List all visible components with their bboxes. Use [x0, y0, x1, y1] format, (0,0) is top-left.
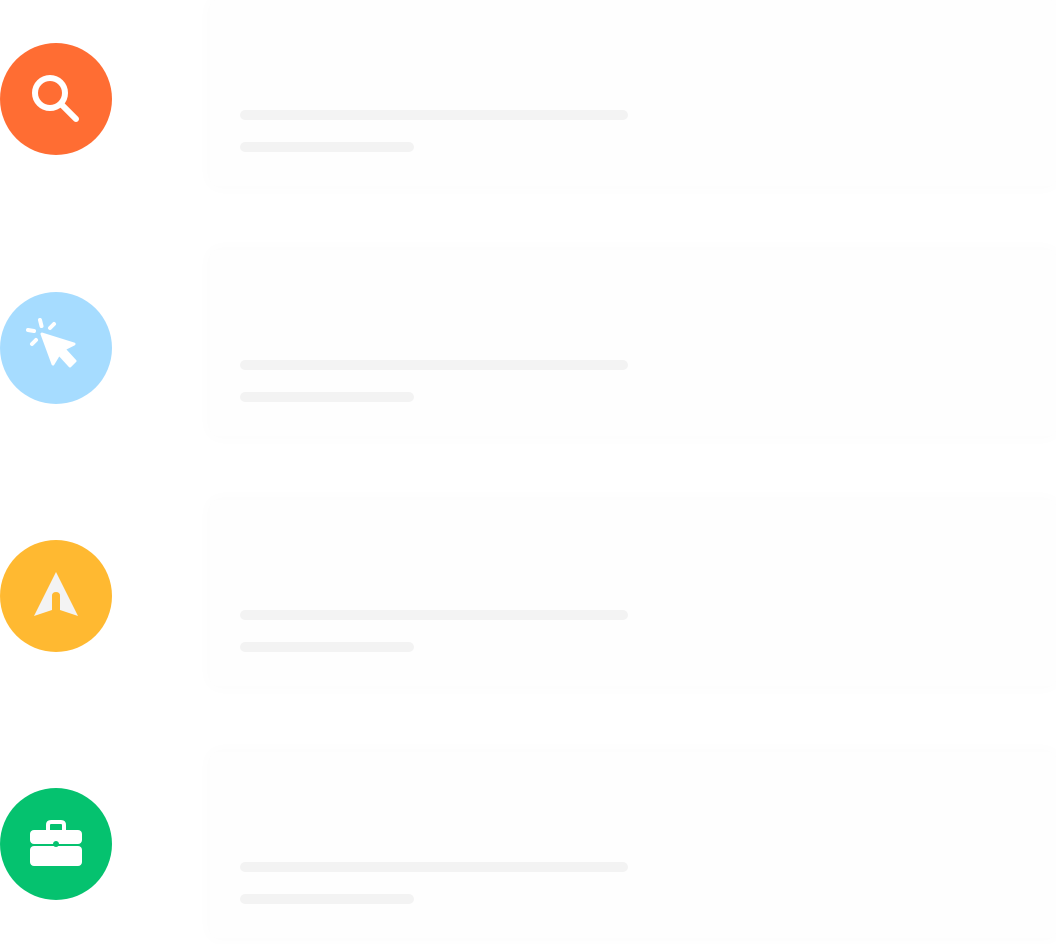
step-2-circle — [0, 292, 112, 404]
cursor-click-icon — [26, 318, 77, 368]
step-2-line-short — [240, 392, 414, 402]
connector-2 — [53, 404, 58, 542]
step-4-circle — [0, 788, 112, 900]
paper-plane-icon — [34, 572, 78, 616]
step-4-card — [210, 752, 1056, 938]
step-4-line-long — [240, 862, 628, 872]
step-3-line-long — [240, 610, 628, 620]
search-icon — [32, 75, 79, 122]
step-3-circle — [0, 540, 112, 652]
step-2-card — [210, 250, 1056, 436]
step-3-card — [210, 500, 1056, 686]
step-1-circle — [0, 43, 112, 155]
step-1-card — [210, 0, 1056, 186]
connector-1 — [53, 156, 58, 294]
step-1-line-short — [240, 142, 414, 152]
step-2-line-long — [240, 360, 628, 370]
step-1-line-long — [240, 110, 628, 120]
step-4-line-short — [240, 894, 414, 904]
step-3-line-short — [240, 642, 414, 652]
briefcase-icon — [30, 820, 82, 866]
connector-3 — [53, 652, 58, 790]
